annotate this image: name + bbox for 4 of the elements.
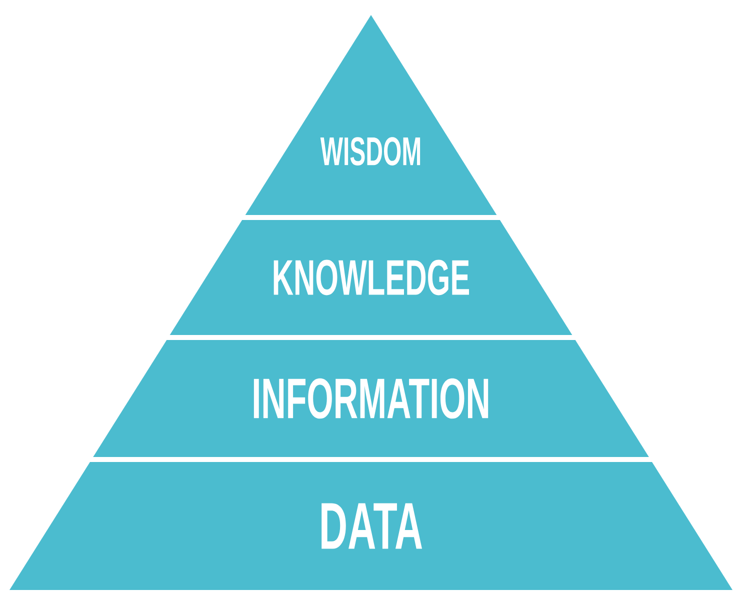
pyramid-level: DATA — [10, 462, 732, 590]
pyramid-level: KNOWLEDGE — [170, 220, 572, 335]
pyramid-level: INFORMATION — [93, 340, 649, 457]
pyramid-level: WISDOM — [245, 15, 497, 215]
